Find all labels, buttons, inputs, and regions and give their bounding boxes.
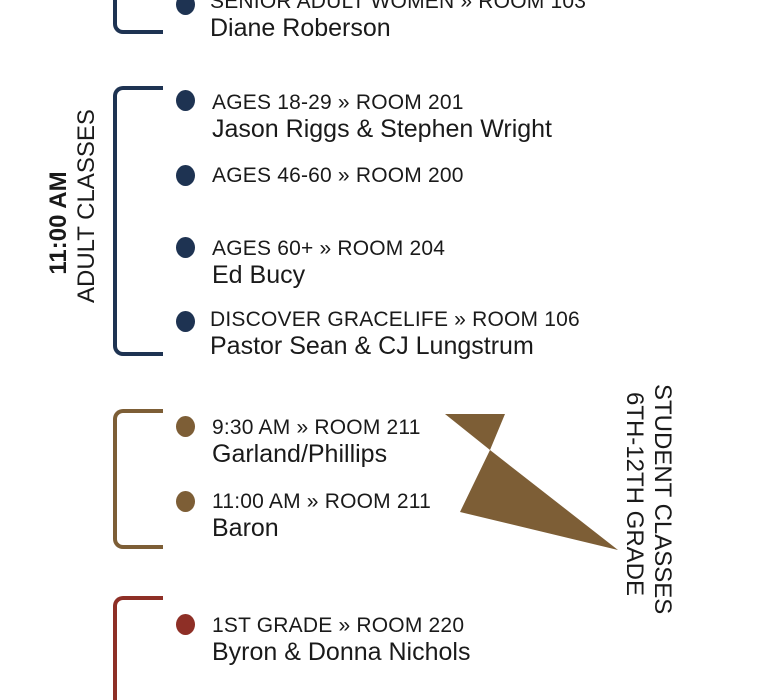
- list-item: 1ST GRADE » ROOM 220 Byron & Donna Nicho…: [212, 614, 470, 666]
- bracket-student-classes: [113, 409, 163, 549]
- bullet-dot: [176, 165, 195, 186]
- entry-name: Garland/Phillips: [212, 440, 388, 468]
- entry-heading: 1ST GRADE » ROOM 220: [212, 614, 465, 637]
- entry-heading: SENIOR ADULT WOMEN » ROOM 103: [210, 0, 587, 13]
- list-item: DISCOVER GRACELIFE » ROOM 106 Pastor Sea…: [210, 308, 580, 360]
- list-item: SENIOR ADULT WOMEN » ROOM 103 Diane Robe…: [210, 0, 586, 42]
- bracket-top-partial: [113, 0, 163, 34]
- entry-name: Ed Bucy: [212, 261, 306, 289]
- entry-name: Byron & Donna Nichols: [212, 638, 471, 666]
- list-item: 9:30 AM » ROOM 211 Garland/Phillips: [212, 416, 421, 468]
- lightning-bolt-icon: [445, 414, 618, 550]
- student-classes-label: STUDENT CLASSES 6TH-12TH GRADE: [620, 384, 676, 615]
- list-item: AGES 60+ » ROOM 204 Ed Bucy: [212, 237, 445, 289]
- bracket-adult-classes: [113, 86, 163, 356]
- entry-heading: 11:00 AM » ROOM 211: [212, 490, 431, 513]
- entry-heading: AGES 60+ » ROOM 204: [212, 237, 446, 260]
- bullet-dot: [176, 491, 195, 512]
- entry-heading: DISCOVER GRACELIFE » ROOM 106: [210, 308, 580, 331]
- bullet-dot: [176, 614, 195, 635]
- entry-heading: AGES 46-60 » ROOM 200: [212, 164, 464, 187]
- student-label-line2: 6TH-12TH GRADE: [621, 391, 648, 597]
- bullet-dot: [176, 237, 195, 258]
- entry-heading: 9:30 AM » ROOM 211: [212, 416, 421, 439]
- entry-name: Pastor Sean & CJ Lungstrum: [210, 332, 534, 360]
- bolt-shape: [445, 414, 618, 550]
- bullet-dot: [176, 0, 195, 15]
- entry-heading: AGES 18-29 » ROOM 201: [212, 91, 464, 114]
- bullet-dot: [176, 416, 195, 437]
- list-item: AGES 18-29 » ROOM 201 Jason Riggs & Step…: [212, 91, 552, 143]
- bracket-children-classes: [113, 596, 163, 700]
- entry-name: Diane Roberson: [210, 14, 391, 42]
- list-item: AGES 46-60 » ROOM 200: [212, 164, 464, 188]
- entry-name: Baron: [212, 514, 279, 542]
- entry-name: Jason Riggs & Stephen Wright: [212, 115, 553, 143]
- bullet-dot: [176, 311, 195, 332]
- bullet-dot: [176, 90, 195, 111]
- list-item: 11:00 AM » ROOM 211 Baron: [212, 490, 431, 542]
- student-label-line1: STUDENT CLASSES: [649, 384, 676, 615]
